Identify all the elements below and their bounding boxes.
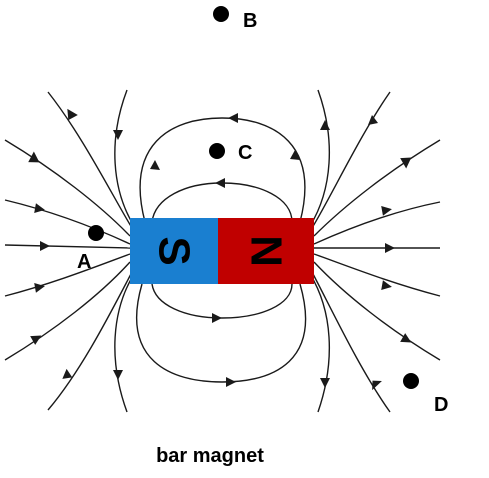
field-line-left-2 bbox=[114, 89, 135, 227]
arrow-left-2 bbox=[113, 130, 123, 140]
north-pole bbox=[218, 218, 314, 284]
arrow-right-2 bbox=[320, 120, 330, 130]
arrow-right-6 bbox=[381, 280, 392, 291]
arrow-right-5 bbox=[385, 243, 395, 253]
point-a-label: A bbox=[77, 251, 91, 273]
field-line-loop-bottom-outer bbox=[136, 283, 307, 383]
arrow-left-7 bbox=[30, 335, 42, 345]
arrow-right-8 bbox=[372, 380, 382, 391]
field-line-right-6 bbox=[313, 253, 441, 297]
arrow-left-4 bbox=[34, 203, 45, 214]
field-line-right-8 bbox=[311, 271, 391, 413]
field-line-left-3 bbox=[4, 139, 131, 237]
field-line-right-9 bbox=[309, 273, 330, 413]
field-line-left-1 bbox=[47, 91, 133, 229]
points: B C A D bbox=[77, 6, 448, 416]
field-line-loop-bottom-inner bbox=[151, 283, 293, 319]
arrow-loop-bottom-inner bbox=[212, 313, 222, 323]
south-pole-label: S bbox=[150, 236, 199, 265]
arrow-right-9 bbox=[320, 378, 330, 388]
field-line-right-4 bbox=[313, 201, 441, 245]
field-line-left-9 bbox=[114, 273, 135, 413]
point-c-label: C bbox=[238, 142, 252, 164]
arrow-loop-top-left bbox=[150, 160, 160, 170]
field-lines bbox=[4, 89, 441, 413]
field-line-right-7 bbox=[313, 261, 441, 361]
field-line-left-6 bbox=[4, 253, 131, 297]
field-line-right-1 bbox=[311, 91, 391, 229]
field-line-right-2 bbox=[309, 89, 330, 227]
bar-magnet: S N bbox=[130, 218, 314, 284]
arrow-loop-top-inner bbox=[215, 178, 225, 188]
arrow-loop-top-right bbox=[290, 150, 300, 160]
point-c-marker bbox=[209, 143, 225, 159]
caption: bar magnet bbox=[156, 445, 264, 467]
arrow-left-1 bbox=[67, 108, 78, 121]
arrow-left-9 bbox=[113, 370, 123, 380]
field-line-loop-top-outer bbox=[139, 117, 306, 223]
point-b-marker bbox=[213, 6, 229, 22]
field-line-left-4 bbox=[4, 199, 131, 245]
arrow-loop-bottom-outer bbox=[226, 377, 236, 387]
arrow-left-3 bbox=[28, 151, 40, 163]
field-line-left-7 bbox=[4, 261, 131, 361]
arrow-right-1 bbox=[368, 115, 378, 125]
field-line-right-3 bbox=[313, 139, 441, 237]
arrow-right-4 bbox=[381, 205, 392, 216]
field-line-left-5 bbox=[4, 244, 131, 249]
point-d-marker bbox=[403, 373, 419, 389]
arrow-loop-top-outer bbox=[228, 113, 238, 123]
arrow-left-5 bbox=[40, 241, 50, 251]
north-pole-label: N bbox=[242, 235, 291, 267]
point-d-label: D bbox=[434, 394, 448, 416]
arrow-left-8 bbox=[62, 368, 73, 379]
field-arrows bbox=[28, 108, 412, 391]
point-a-marker bbox=[88, 225, 104, 241]
arrow-right-7 bbox=[400, 333, 412, 343]
arrow-left-6 bbox=[34, 282, 45, 293]
arrow-right-3 bbox=[400, 157, 412, 169]
field-line-left-8 bbox=[47, 271, 133, 411]
field-line-loop-top-inner bbox=[151, 182, 293, 223]
south-pole bbox=[130, 218, 218, 284]
point-b-label: B bbox=[243, 10, 257, 32]
